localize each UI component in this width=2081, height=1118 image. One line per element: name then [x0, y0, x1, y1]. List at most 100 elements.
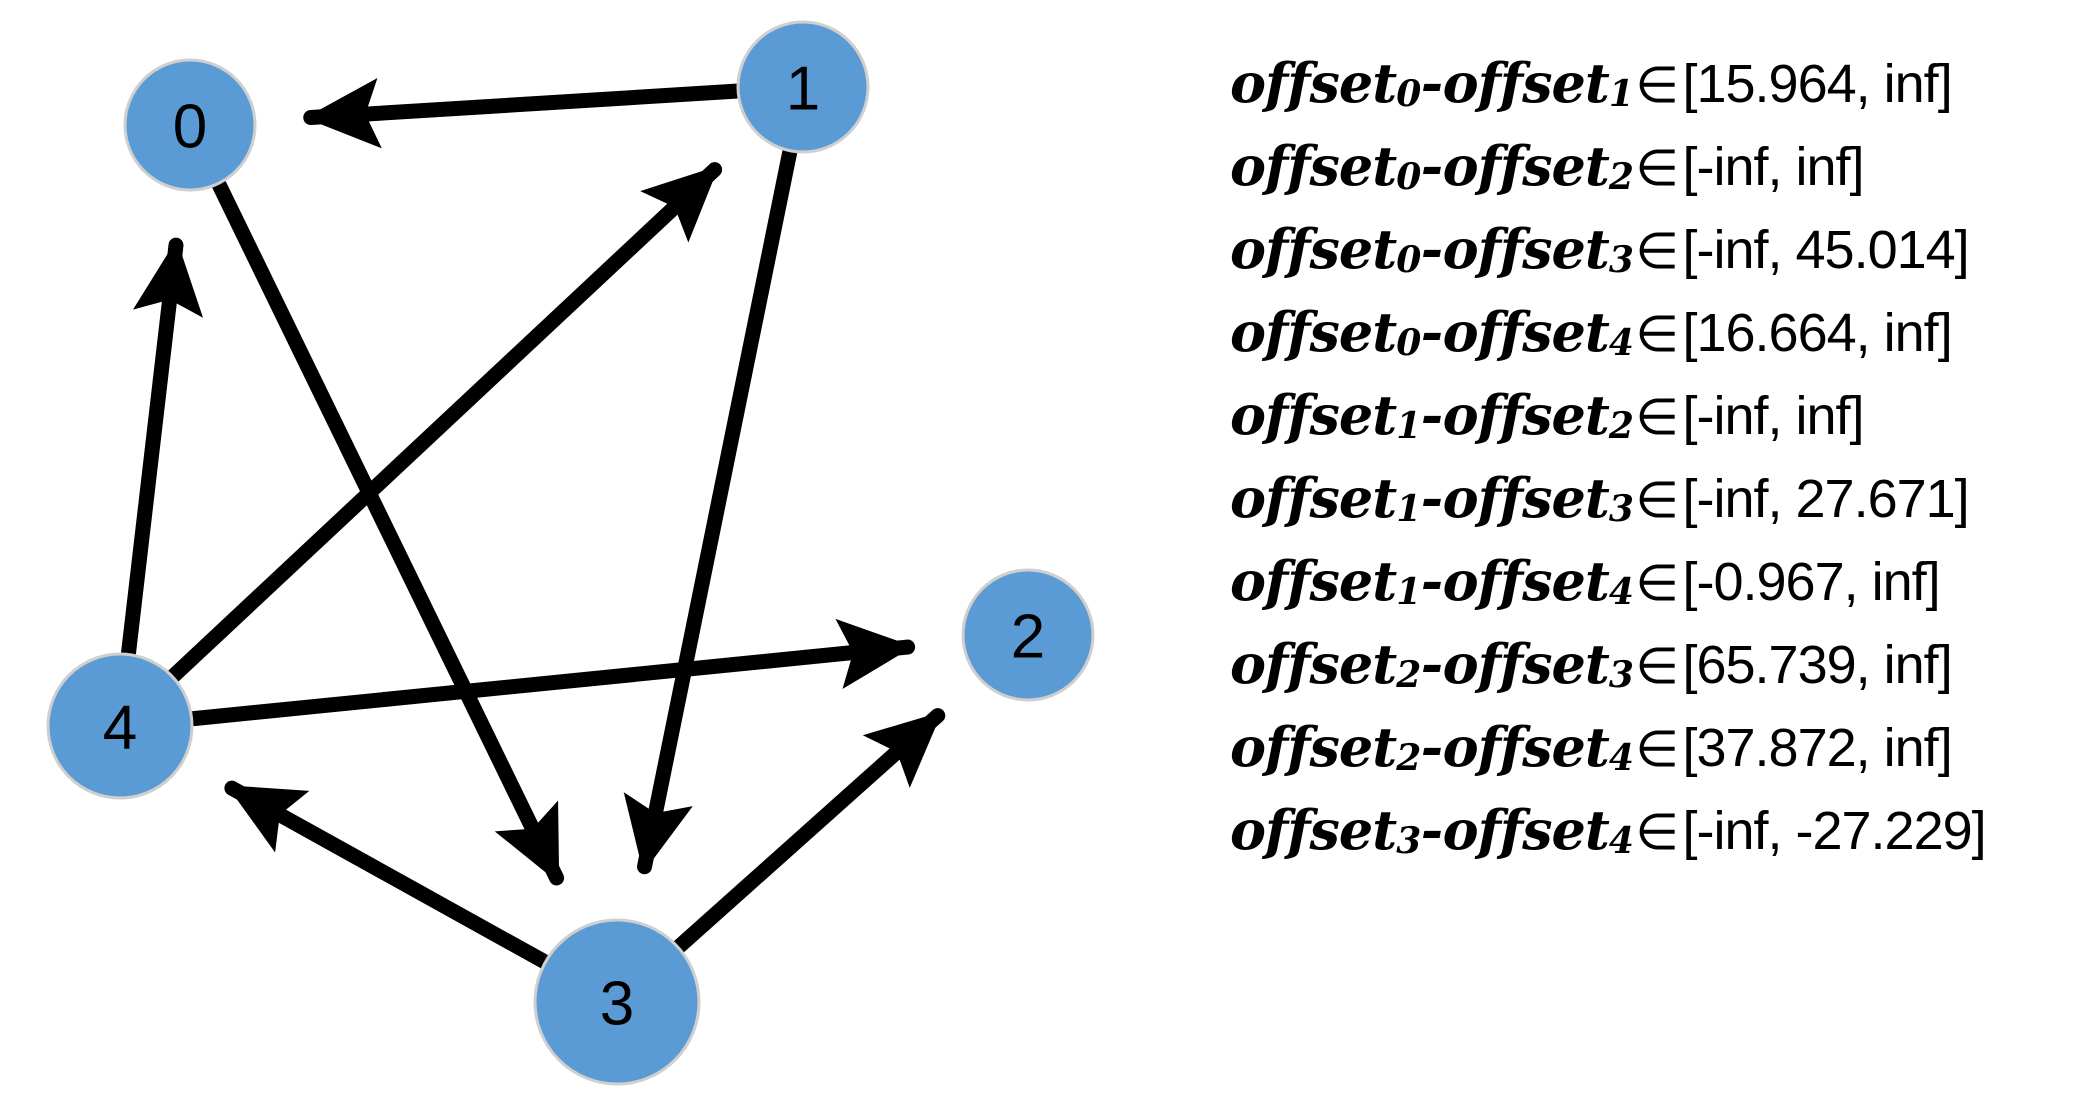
constraint-right-index: 1: [1608, 73, 1634, 115]
element-of-icon: ∈: [1635, 140, 1679, 196]
constraint-right-index: 4: [1608, 737, 1634, 779]
graph-edge-3-to-2: [672, 708, 946, 954]
constraint-left-variable: offset: [1230, 300, 1397, 364]
node-circle-2: [961, 568, 1095, 702]
constraint-range: [-inf, 45.014]: [1682, 220, 1969, 280]
constraint-right-variable: offset: [1442, 632, 1610, 696]
graph-node-4[interactable]: 4: [46, 652, 194, 800]
node-circle-3: [533, 918, 701, 1086]
constraint-row: offset1-offset3∈[-inf, 27.671]: [1230, 469, 1970, 554]
constraint-right-index: 2: [1608, 405, 1634, 447]
constraint-row: offset1-offset2∈[-inf, inf]: [1230, 386, 1865, 471]
constraint-row: offset0-offset1∈[15.964, inf]: [1230, 54, 1953, 139]
element-of-icon: ∈: [1635, 389, 1679, 445]
constraint-right-index: 4: [1608, 820, 1634, 862]
constraint-left-variable: offset: [1230, 134, 1397, 198]
graph-edge-4-to-2: [186, 618, 916, 727]
constraint-left-index: 2: [1396, 737, 1421, 779]
graph-panel: 0 1 2 3 4: [46, 20, 1095, 1086]
constraint-range: [-inf, inf]: [1682, 386, 1864, 446]
node-label-3: 3: [600, 970, 634, 1039]
graph-node-0[interactable]: 0: [123, 58, 257, 192]
constraint-right-variable: offset: [1442, 466, 1610, 530]
constraint-left-variable: offset: [1230, 632, 1397, 696]
constraint-row: offset0-offset4∈[16.664, inf]: [1230, 305, 1953, 388]
constraint-left-variable: offset: [1230, 217, 1397, 281]
constraint-minus-sign: -: [1420, 715, 1443, 779]
graph-edge-1-to-0: [303, 78, 744, 149]
node-circle-1: [736, 20, 870, 154]
element-of-icon: ∈: [1635, 306, 1679, 362]
constraint-range: [65.739, inf]: [1682, 635, 1952, 695]
constraint-minus-sign: -: [1420, 549, 1443, 613]
node-circle-0: [123, 58, 257, 192]
constraint-left-variable: offset: [1230, 549, 1397, 613]
constraint-row: offset0-offset2∈[-inf, inf]: [1230, 137, 1865, 222]
constraint-right-variable: offset: [1442, 549, 1610, 613]
constraint-left-index: 1: [1396, 571, 1421, 613]
constraint-range: [15.964, inf]: [1682, 54, 1952, 114]
element-of-icon: ∈: [1635, 721, 1679, 777]
constraint-right-variable: offset: [1442, 798, 1610, 862]
constraint-right-index: 3: [1608, 654, 1634, 696]
constraint-left-index: 0: [1396, 322, 1421, 364]
graph-node-1[interactable]: 1: [736, 20, 870, 154]
constraint-right-index: 3: [1608, 239, 1634, 281]
constraint-right-variable: offset: [1442, 217, 1610, 281]
constraint-range: [-inf, inf]: [1682, 137, 1864, 197]
node-circle-4: [46, 652, 194, 800]
graph-edge-0-to-3: [211, 177, 565, 886]
constraint-right-variable: offset: [1442, 134, 1610, 198]
constraint-range: [37.872, inf]: [1682, 718, 1952, 778]
graph-edge-3-to-4: [224, 780, 552, 969]
constraint-right-index: 4: [1608, 322, 1634, 364]
constraint-right-variable: offset: [1442, 383, 1610, 447]
constraint-range: [-inf, -27.229]: [1682, 801, 1986, 861]
node-label-4: 4: [103, 694, 137, 763]
element-of-icon: ∈: [1635, 472, 1679, 528]
node-label-0: 0: [173, 93, 207, 162]
constraint-minus-sign: -: [1420, 217, 1443, 281]
constraint-left-variable: offset: [1230, 466, 1397, 530]
graph-node-2[interactable]: 2: [961, 568, 1095, 702]
constraint-minus-sign: -: [1420, 51, 1443, 115]
constraint-minus-sign: -: [1420, 466, 1443, 530]
constraint-left-index: 3: [1396, 820, 1421, 862]
constraint-minus-sign: -: [1420, 632, 1443, 696]
constraint-right-index: 4: [1608, 571, 1634, 613]
constraint-range: [-0.967, inf]: [1682, 552, 1940, 612]
constraint-minus-sign: -: [1420, 798, 1443, 862]
constraint-right-variable: offset: [1442, 300, 1610, 364]
constraint-right-variable: offset: [1442, 51, 1610, 115]
graph-edge-4-to-1: [166, 162, 723, 683]
constraint-row: offset2-offset3∈[65.739, inf]: [1230, 635, 1953, 720]
constraint-row: offset0-offset3∈[-inf, 45.014]: [1230, 220, 1970, 305]
element-of-icon: ∈: [1635, 57, 1679, 113]
constraint-row: offset3-offset4∈[-inf, -27.229]: [1230, 801, 1987, 886]
constraint-left-index: 0: [1396, 156, 1421, 198]
constraint-left-index: 2: [1396, 654, 1421, 696]
constraint-minus-sign: -: [1420, 300, 1443, 364]
constraint-row: offset2-offset4∈[37.872, inf]: [1230, 718, 1953, 803]
constraint-minus-sign: -: [1420, 134, 1443, 198]
constraint-right-index: 3: [1608, 488, 1634, 530]
constraint-right-index: 2: [1608, 156, 1634, 198]
constraint-right-variable: offset: [1442, 715, 1610, 779]
node-label-1: 1: [786, 55, 820, 124]
constraint-left-index: 1: [1396, 405, 1421, 447]
constraint-left-index: 1: [1396, 488, 1421, 530]
constraint-minus-sign: -: [1420, 383, 1443, 447]
constraints-list: offset0-offset1∈[15.964, inf]offset0-off…: [1180, 56, 2081, 1066]
constraint-graph: 0 1 2 3 4: [46, 20, 1095, 1086]
nodes-group: 0 1 2 3 4: [46, 20, 1095, 1086]
element-of-icon: ∈: [1635, 223, 1679, 279]
node-label-2: 2: [1011, 603, 1045, 672]
constraint-left-variable: offset: [1230, 798, 1397, 862]
constraint-left-variable: offset: [1230, 51, 1397, 115]
constraint-left-index: 0: [1396, 239, 1421, 281]
graph-edge-1-to-3: [623, 145, 798, 875]
element-of-icon: ∈: [1635, 555, 1679, 611]
constraint-range: [-inf, 27.671]: [1682, 469, 1969, 529]
edges-group: [121, 78, 946, 969]
graph-node-3[interactable]: 3: [533, 918, 701, 1086]
